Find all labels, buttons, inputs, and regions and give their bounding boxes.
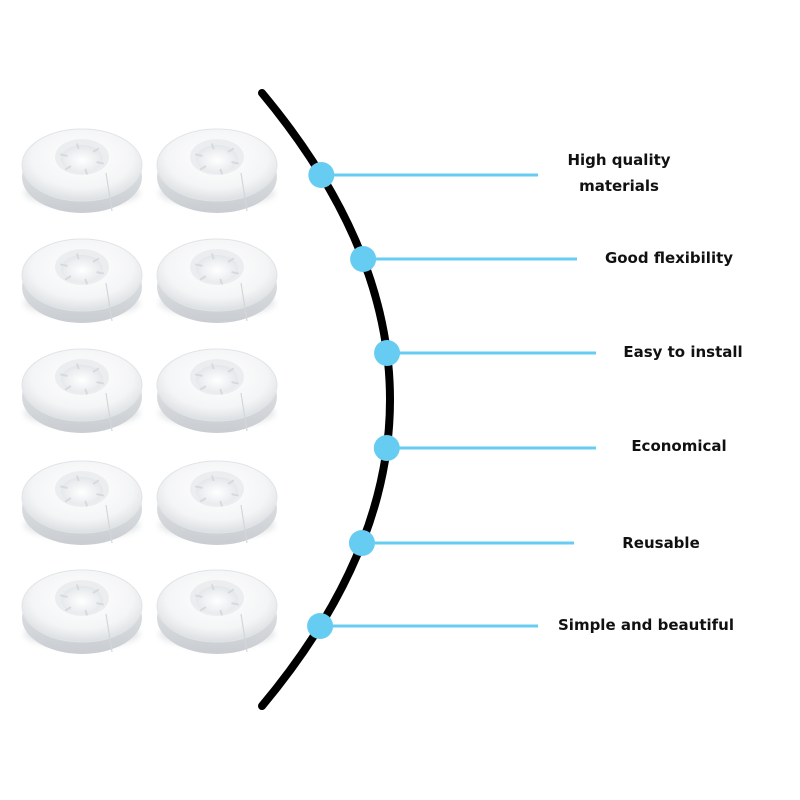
pipe-cover-rosette-icon (156, 460, 278, 545)
feature-connector (308, 162, 538, 188)
pipe-cover-rosette-icon (156, 348, 278, 433)
feature-label-line: Reusable (622, 534, 700, 552)
feature-dot (373, 435, 400, 461)
feature-dot (308, 162, 335, 188)
pipe-cover-rosette-icon (156, 238, 278, 323)
feature-label: Easy to install (563, 339, 800, 365)
feature-connector (348, 530, 574, 556)
pipe-cover-rosette-icon (21, 460, 143, 545)
pipe-cover-rosette-icon (156, 569, 278, 654)
feature-connector (350, 246, 577, 272)
feature-dot (348, 530, 375, 556)
feature-label: High quality materials (499, 147, 739, 199)
pipe-cover-rosette-icon (21, 128, 143, 213)
feature-label-line: Simple and beautiful (558, 616, 734, 634)
feature-label-line: High quality (567, 151, 671, 169)
feature-label-line: Economical (631, 437, 727, 455)
pipe-cover-rosette-icon (21, 348, 143, 433)
feature-label-line: materials (579, 177, 659, 195)
feature-label: Economical (559, 433, 799, 459)
feature-label-line: Easy to install (623, 343, 743, 361)
feature-dot (350, 246, 377, 272)
feature-label: Reusable (541, 530, 781, 556)
feature-label-line: Good flexibility (604, 249, 734, 267)
feature-connector (373, 435, 596, 461)
feature-connector (307, 613, 538, 639)
feature-label: Good flexibility (549, 245, 789, 271)
feature-dot (374, 340, 401, 366)
feature-label: Simple and beautiful (526, 612, 766, 638)
feature-dot (307, 613, 334, 639)
pipe-cover-rosette-icon (156, 128, 278, 213)
feature-connectors (307, 162, 596, 639)
pipe-cover-rosette-icon (21, 569, 143, 654)
feature-connector (374, 340, 596, 366)
pipe-cover-rosette-icon (21, 238, 143, 323)
product-grid (21, 128, 278, 654)
